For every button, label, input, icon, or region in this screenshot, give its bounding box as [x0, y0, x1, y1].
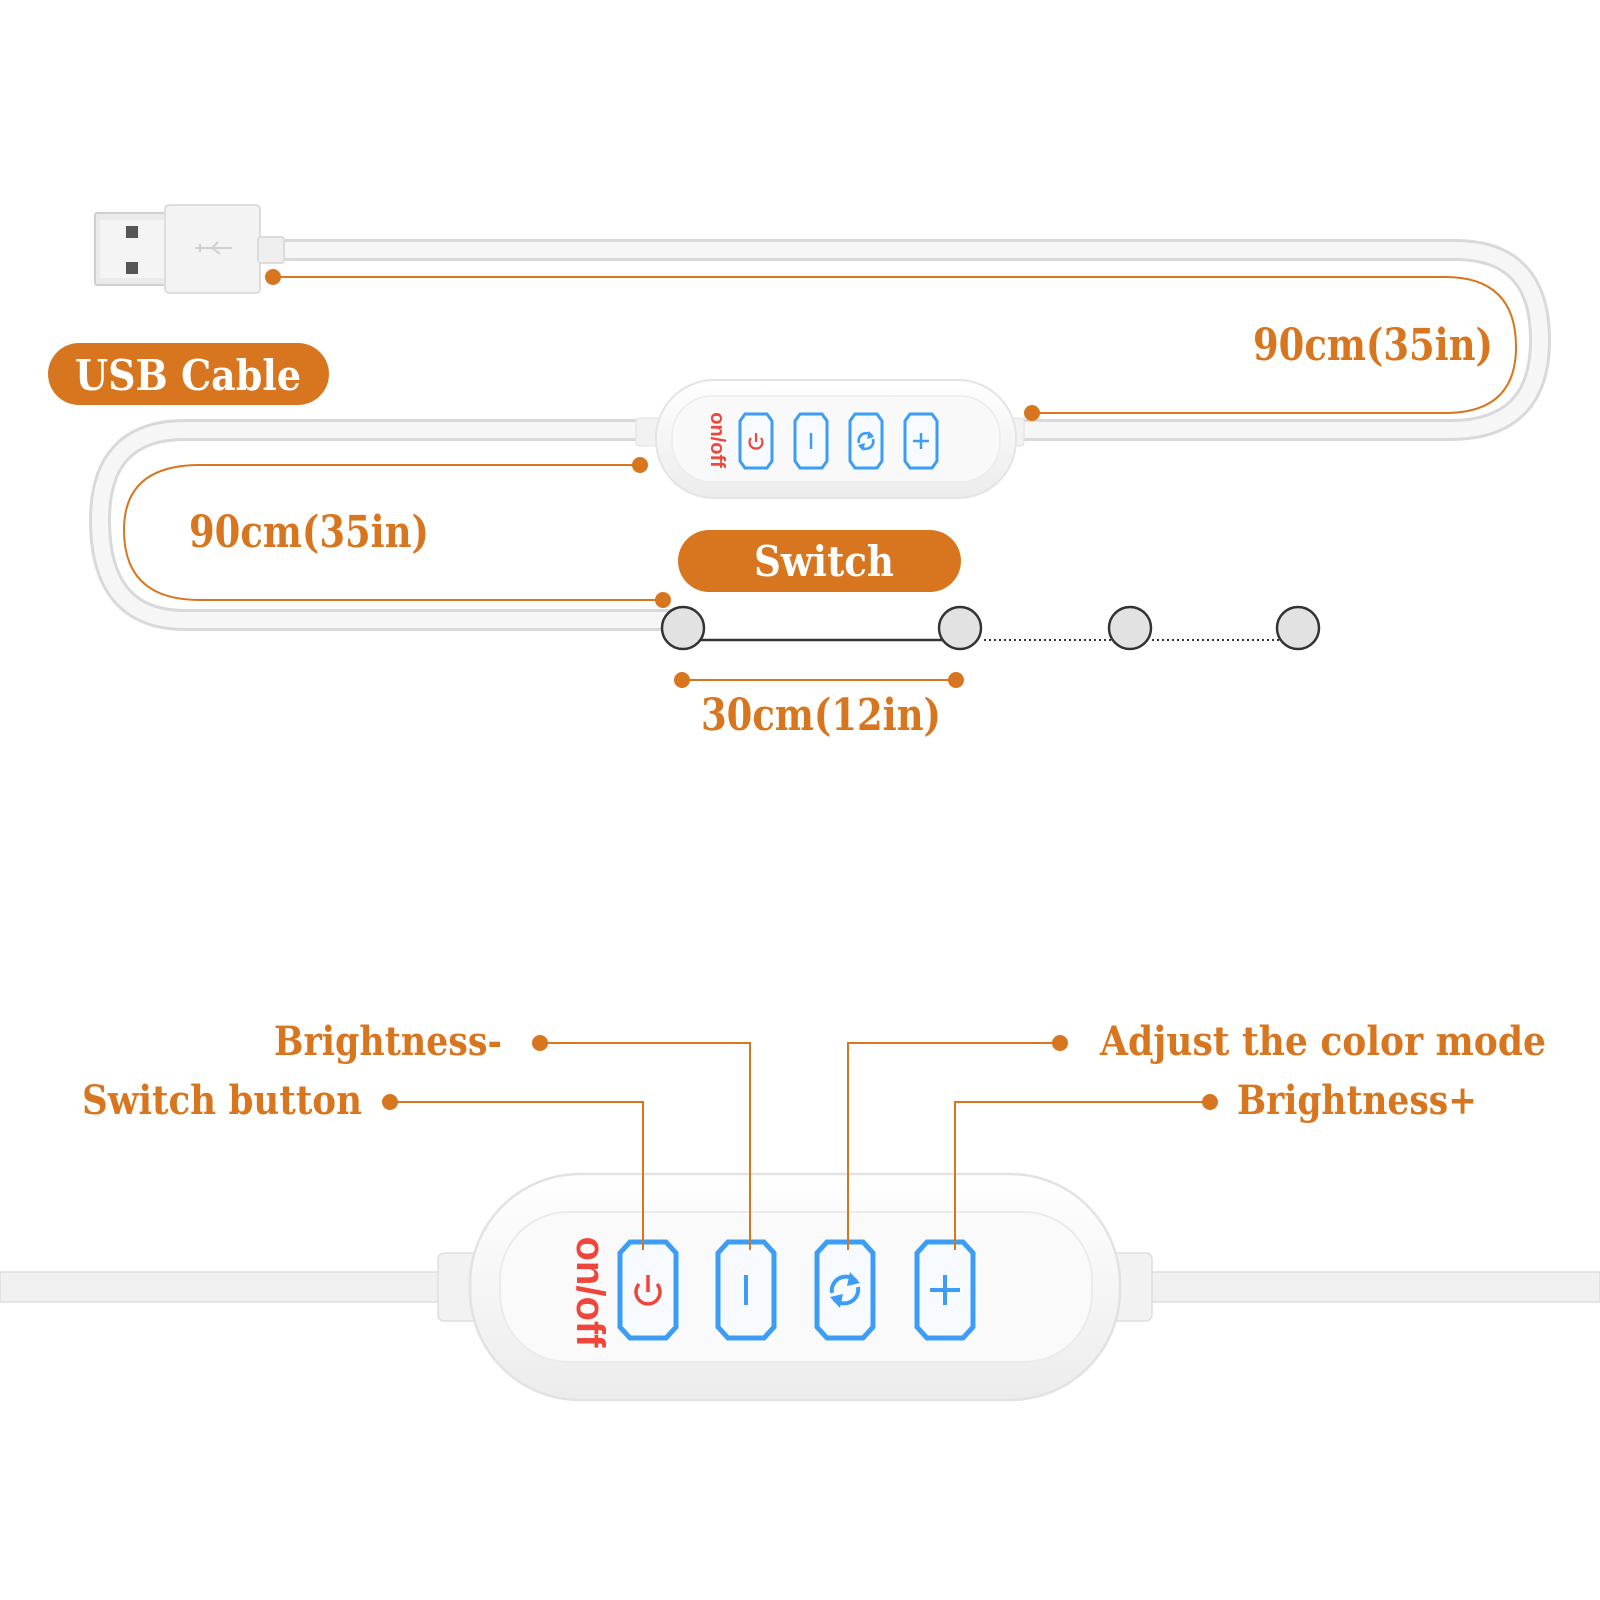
minus-button-small	[793, 412, 829, 470]
led-bead	[1107, 605, 1153, 651]
controller-small: on/off	[635, 379, 1025, 499]
led-bead	[1275, 605, 1321, 651]
onoff-label-large: on/off	[568, 1236, 612, 1348]
dimension-lines	[122, 276, 1518, 681]
switch-label: Switch	[754, 537, 894, 586]
mode-button-large	[814, 1239, 876, 1341]
brightness-minus-label: Brightness-	[274, 1018, 502, 1065]
usb-logo-icon	[195, 241, 232, 255]
power-button-small	[738, 412, 774, 470]
led-strip	[660, 605, 1321, 651]
led-bead	[937, 605, 983, 651]
dimension-dots	[265, 269, 1040, 688]
usb-cable-label: USB Cable	[75, 351, 301, 400]
power-icon	[634, 1275, 662, 1306]
usb-cable-pill: USB Cable	[48, 343, 329, 405]
mode-button-small	[848, 412, 884, 470]
cycle-icon	[829, 1272, 861, 1308]
adjust-color-mode-label: Adjust the color mode	[1099, 1018, 1546, 1065]
plus-button-small	[903, 412, 939, 470]
length-label-left: 90cm(35in)	[189, 507, 429, 558]
power-button-large	[617, 1239, 679, 1341]
power-icon	[748, 433, 764, 450]
callout-dots	[382, 1035, 1218, 1110]
usb-cable: on/off	[88, 204, 1552, 651]
brightness-plus-label: Brightness+	[1237, 1077, 1477, 1124]
usb-plug	[94, 204, 285, 294]
plus-icon	[930, 1275, 960, 1305]
length-label-top: 90cm(35in)	[1253, 320, 1493, 371]
minus-button-large	[715, 1239, 777, 1341]
controller-large: on/off	[0, 1172, 1600, 1402]
led-bead	[660, 605, 706, 651]
plus-button-large	[914, 1239, 976, 1341]
callout-lines	[390, 1042, 1210, 1250]
switch-pill: Switch	[678, 530, 961, 592]
onoff-label-small: on/off	[706, 412, 728, 468]
cycle-icon	[857, 431, 875, 451]
plus-icon	[913, 433, 929, 449]
led-spacing-label: 30cm(12in)	[701, 690, 941, 741]
switch-button-label: Switch button	[82, 1077, 362, 1124]
